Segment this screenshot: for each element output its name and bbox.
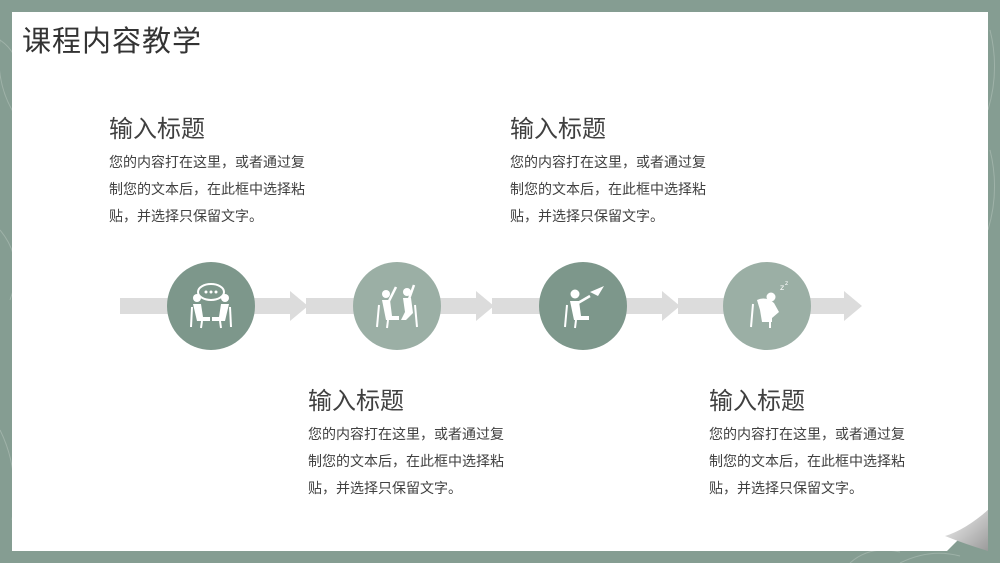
page-curl [945,510,988,551]
step-title: 输入标题 [308,387,404,415]
step-text-block-1: 输入标题 您的内容打在这里，或者通过复制您的文本后，在此框中选择粘贴，并选择只保… [109,114,329,231]
svg-text:z: z [780,283,784,292]
step-body: 您的内容打在这里，或者通过复制您的文本后，在此框中选择粘贴，并选择只保留文字。 [709,427,905,497]
step-title: 输入标题 [109,115,205,143]
person-sleeping-icon: z z [750,280,788,328]
svg-text:z: z [785,280,788,287]
two-people-high-five-icon [376,284,418,329]
step-circle [353,262,441,350]
two-people-talking-icon [190,283,232,329]
step-text-block-4: 输入标题 您的内容打在这里，或者通过复制您的文本后，在此框中选择粘贴，并选择只保… [709,386,929,503]
step-text-block-3: 输入标题 您的内容打在这里，或者通过复制您的文本后，在此框中选择粘贴，并选择只保… [510,114,730,231]
step-body: 您的内容打在这里，或者通过复制您的文本后，在此框中选择粘贴，并选择只保留文字。 [308,427,504,497]
step-title: 输入标题 [510,115,606,143]
person-paper-plane-icon [564,286,604,329]
step-text-block-2: 输入标题 您的内容打在这里，或者通过复制您的文本后，在此框中选择粘贴，并选择只保… [308,386,528,503]
step-circle [167,262,255,350]
step-title: 输入标题 [709,387,805,415]
step-body: 您的内容打在这里，或者通过复制您的文本后，在此框中选择粘贴，并选择只保留文字。 [510,155,706,225]
step-body: 您的内容打在这里，或者通过复制您的文本后，在此框中选择粘贴，并选择只保留文字。 [109,155,305,225]
step-circle [539,262,627,350]
page-title: 课程内容教学 [22,24,203,58]
